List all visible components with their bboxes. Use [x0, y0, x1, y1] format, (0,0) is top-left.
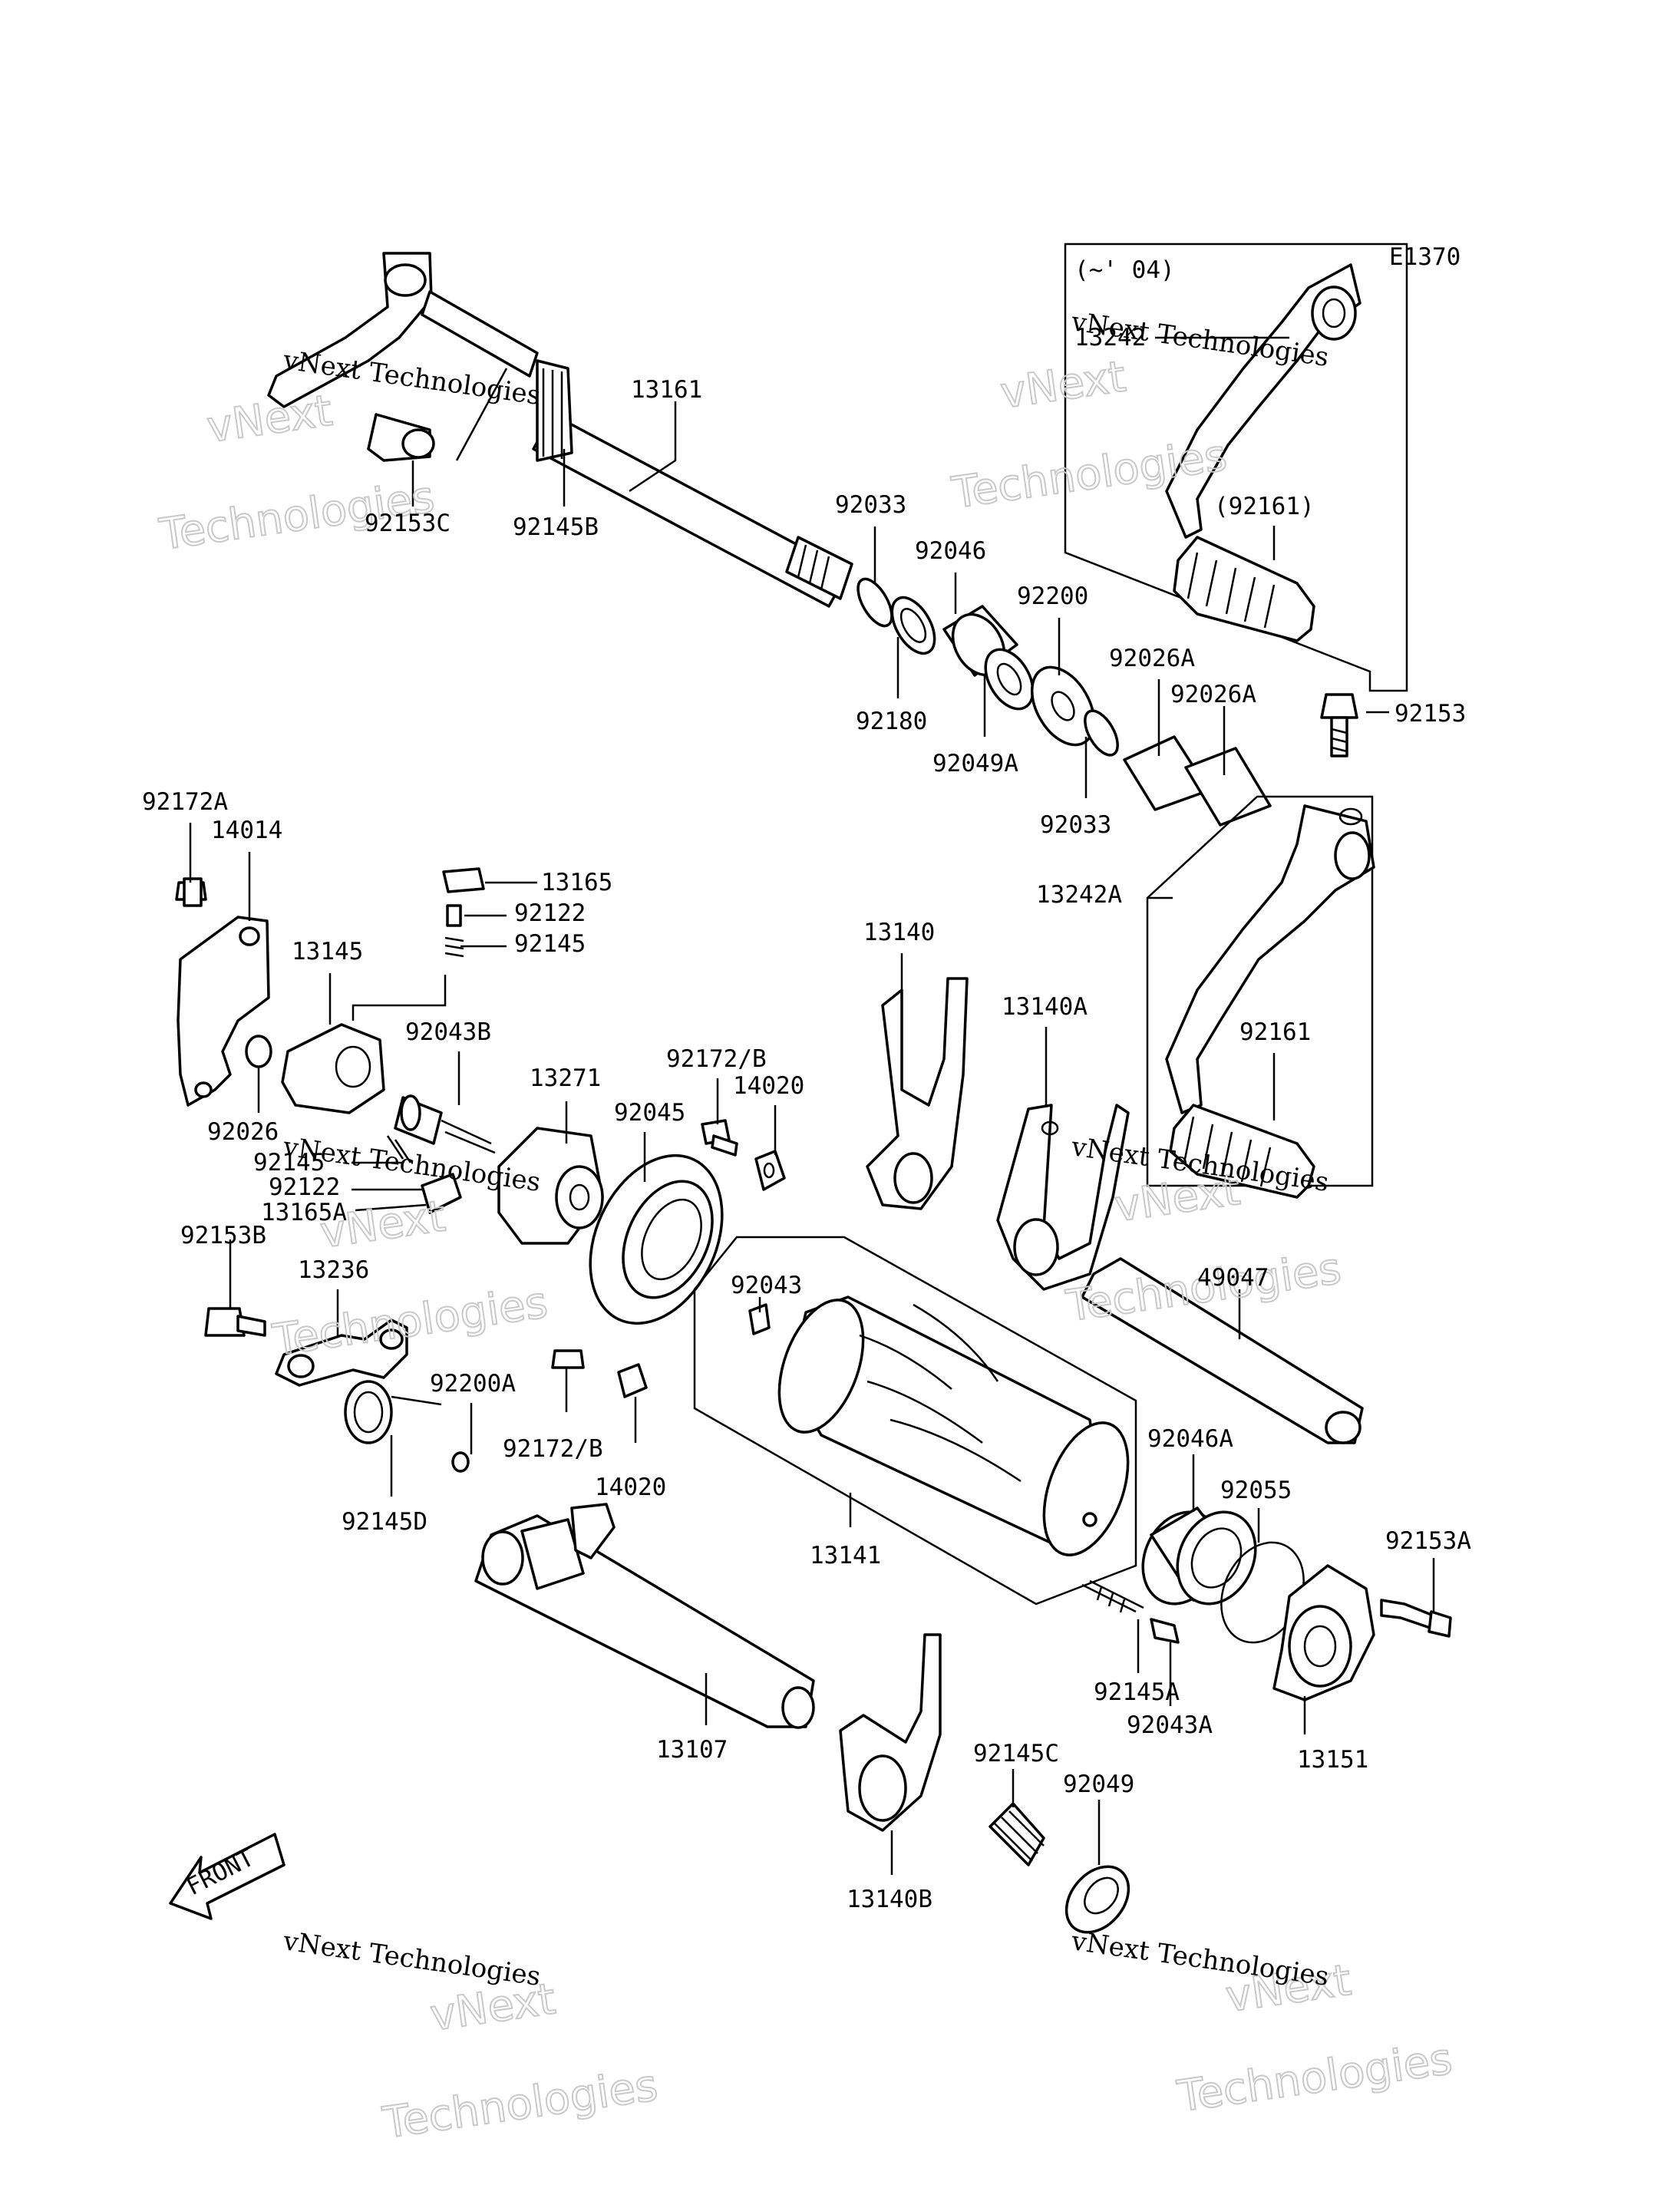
watermark-vnext-2: vNext [998, 351, 1129, 418]
label-92145A: 92145A [1094, 1678, 1180, 1706]
front-direction-arrow: FRONT [169, 1833, 286, 1920]
shift-drum-illustration [748, 1295, 1130, 1556]
watermark-large-3: Technologies [269, 1278, 550, 1366]
label-92055: 92055 [1220, 1477, 1292, 1504]
shift-rod-illustration [1081, 1257, 1364, 1444]
label-92033-low: 92033 [1040, 811, 1111, 839]
label-13140B: 13140B [847, 1886, 932, 1913]
label-13242: 13242 [1074, 324, 1146, 351]
label-92145D: 92145D [342, 1508, 427, 1536]
label-92200A: 92200A [430, 1370, 516, 1398]
label-13140: 13140 [863, 919, 935, 946]
label-13107: 13107 [656, 1736, 728, 1764]
label-92145-mid: 92145 [253, 1149, 325, 1177]
label-92145B: 92145B [513, 513, 599, 541]
label-92046: 92046 [915, 537, 986, 565]
label-92122-mid: 92122 [269, 1173, 340, 1201]
gear-pedal-illustration [1165, 804, 1375, 1199]
label-92145C: 92145C [973, 1740, 1059, 1767]
lower-left-illustration [204, 1307, 648, 1473]
label-92180: 92180 [856, 708, 927, 735]
watermark-small-6: vNext Technologies [1069, 1926, 1331, 1992]
label-92049: 92049 [1063, 1771, 1134, 1798]
leader-lines [189, 336, 1435, 1875]
label-92200: 92200 [1017, 583, 1088, 610]
label-92145: 92145 [514, 930, 586, 958]
label-92046A: 92046A [1147, 1425, 1233, 1453]
label-13140A: 13140A [1002, 993, 1088, 1021]
label-92043B: 92043B [405, 1018, 491, 1046]
lower-right-parts-illustration [989, 1802, 1130, 1934]
shift-rod-end [1325, 1411, 1361, 1444]
label-92049A: 92049A [932, 750, 1018, 777]
label-92153A: 92153A [1385, 1527, 1471, 1555]
drum-assembly-frame [693, 1236, 1137, 1606]
label-14020-low: 14020 [595, 1474, 666, 1501]
label-13271: 13271 [530, 1064, 601, 1092]
label-14020-top: 14020 [733, 1072, 804, 1100]
label-92026A-1: 92026A [1109, 645, 1195, 672]
label-92172B-low: 92172/B [503, 1435, 603, 1463]
label-92033-top: 92033 [835, 491, 906, 519]
watermark-large-6: Technologies [1174, 2034, 1455, 2122]
inset-note: (~' 04) [1074, 256, 1175, 284]
label-92026: 92026 [207, 1118, 279, 1146]
label-92045: 92045 [614, 1099, 685, 1127]
label-92026A-2: 92026A [1170, 681, 1256, 708]
watermark-large-5: Technologies [380, 2061, 661, 2149]
bearing-row-illustration [857, 577, 1272, 827]
label-92161: 92161 [1239, 1018, 1311, 1046]
label-13145: 13145 [292, 938, 363, 965]
label-13165: 13165 [541, 869, 612, 896]
label-92122-top: 92122 [514, 899, 586, 927]
inset-frame [1064, 243, 1408, 692]
label-92172A: 92172A [142, 788, 228, 816]
label-14014: 14014 [211, 817, 282, 844]
shift-fork-upper-illustration [866, 977, 1130, 1291]
label-92172B-top: 92172/B [666, 1045, 767, 1073]
lower-shaft-illustration [474, 1503, 942, 1832]
label-13161: 13161 [631, 376, 702, 404]
label-92153: 92153 [1394, 700, 1466, 728]
label-13141: 13141 [810, 1542, 881, 1569]
shift-shaft-illustration [267, 252, 853, 608]
bolt-92153-illustration [1320, 693, 1358, 757]
label-13236: 13236 [298, 1256, 369, 1284]
label-92043: 92043 [731, 1272, 802, 1299]
gear-pedal-inset-illustration [1165, 263, 1361, 642]
watermark-small-5: vNext Technologies [281, 1926, 543, 1992]
watermark-vnext-1: vNext [204, 386, 335, 453]
label-92043A: 92043A [1127, 1711, 1213, 1739]
label-13151: 13151 [1297, 1746, 1368, 1774]
drum-right-illustration [1081, 1507, 1452, 1701]
label-92153C: 92153C [365, 510, 451, 537]
diagram-code: E1370 [1389, 243, 1461, 271]
left-cluster-illustration [175, 867, 786, 1325]
label-13242A: 13242A [1036, 881, 1122, 909]
label-49047: 49047 [1197, 1264, 1269, 1292]
label-92161-inset: (92161) [1214, 493, 1315, 520]
label-92153B: 92153B [180, 1222, 266, 1249]
label-13165A: 13165A [261, 1199, 347, 1226]
